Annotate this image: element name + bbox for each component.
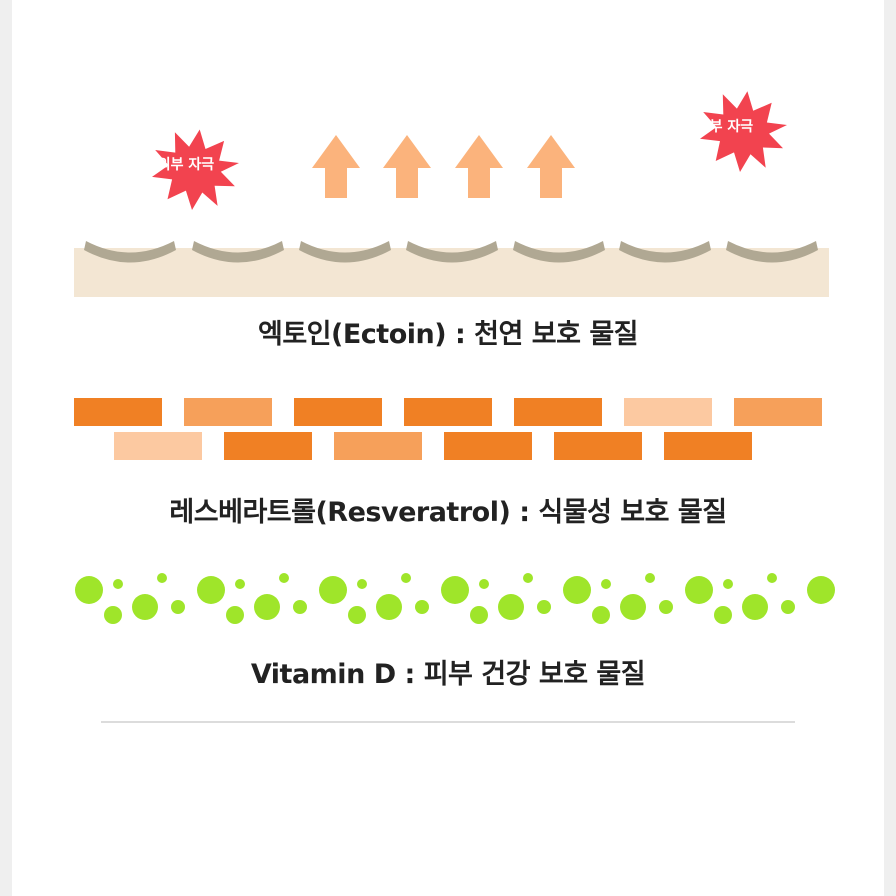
starburst-icon: [700, 91, 787, 172]
brick: [664, 432, 752, 460]
ectoin-illustration: 외부 자극 외부 자극: [0, 0, 896, 310]
starburst-icon: [152, 129, 239, 210]
skin-scale: [84, 241, 176, 263]
irritant-left: 외부 자극: [152, 129, 239, 210]
vitamin-d-illustration: [0, 560, 896, 640]
up-arrow-icon: [312, 135, 360, 198]
brick: [294, 398, 382, 426]
up-arrow-icon: [383, 135, 431, 198]
brick: [554, 432, 642, 460]
skin-scale: [726, 241, 818, 263]
bubble: [807, 576, 835, 604]
brick: [444, 432, 532, 460]
up-arrow-icon: [455, 135, 503, 198]
brick: [624, 398, 712, 426]
bubble-cluster: [197, 573, 307, 624]
resveratrol-caption: 레스베라트롤(Resveratrol) : 식물성 보호 물질: [169, 497, 727, 528]
bubble-cluster: [75, 573, 185, 624]
bubble-pattern: [75, 573, 835, 624]
brick: [114, 432, 202, 460]
vitamin-d-caption: Vitamin D : 피부 건강 보호 물질: [250, 659, 646, 690]
brick: [734, 398, 822, 426]
brick: [74, 398, 162, 426]
bubble-cluster: [319, 573, 429, 624]
irritant-label: 외부 자극: [697, 118, 754, 135]
skin-scales: [84, 241, 818, 263]
bubble-cluster: [685, 573, 795, 624]
brick: [514, 398, 602, 426]
brick: [224, 432, 312, 460]
resveratrol-illustration: [0, 390, 896, 470]
section-divider: [101, 721, 795, 723]
skin-scale: [192, 241, 284, 263]
irritant-right: 외부 자극: [697, 91, 787, 172]
irritant-label: 외부 자극: [158, 156, 215, 173]
protection-arrows: [312, 135, 575, 198]
bubble-cluster: [563, 573, 673, 624]
skin-scale: [406, 241, 498, 263]
skin-scale: [619, 241, 711, 263]
skin-scale: [513, 241, 605, 263]
bubble-cluster: [441, 573, 551, 624]
brick-row-top: [74, 398, 822, 426]
up-arrow-icon: [527, 135, 575, 198]
brick: [334, 432, 422, 460]
ectoin-caption: 엑토인(Ectoin) : 천연 보호 물질: [257, 319, 639, 350]
brick-row-bottom: [114, 432, 752, 460]
brick: [404, 398, 492, 426]
skin-scale: [299, 241, 391, 263]
brick: [184, 398, 272, 426]
